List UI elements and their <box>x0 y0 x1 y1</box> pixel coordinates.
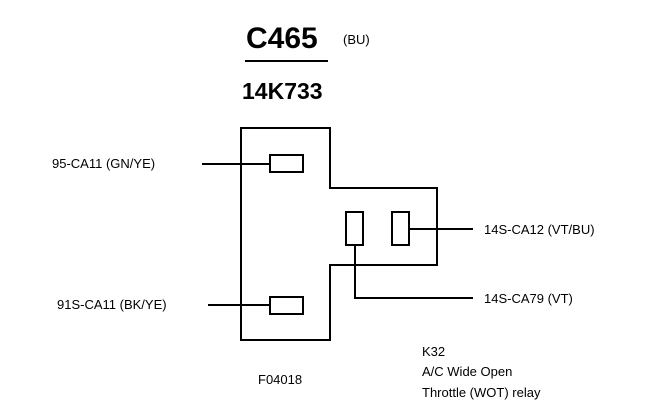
connector-outline <box>240 127 438 341</box>
terminal-3 <box>345 211 364 246</box>
wire-label-95-ca11: 95-CA11 (GN/YE) <box>52 156 156 171</box>
wire-label-14s-ca12: 14S-CA12 (VT/BU) <box>484 222 595 237</box>
wire-label-14s-ca79: 14S-CA79 (VT) <box>484 291 573 306</box>
connector-id-underline <box>245 60 328 62</box>
component-code: K32 <box>422 344 446 359</box>
component-description-line2: Throttle (WOT) relay <box>422 385 541 400</box>
connector-color-code: (BU) <box>343 32 370 47</box>
wire-lead-14s-ca79 <box>354 245 473 299</box>
terminal-2 <box>269 296 304 315</box>
wire-label-91s-ca11: 91S-CA11 (BK/YE) <box>57 297 167 312</box>
component-description-line1: A/C Wide Open <box>422 364 513 379</box>
figure-id: F04018 <box>258 372 303 387</box>
terminal-4 <box>391 211 410 246</box>
terminal-1 <box>269 154 304 173</box>
part-number: 14K733 <box>242 78 323 104</box>
connector-id: C465 <box>246 22 318 55</box>
